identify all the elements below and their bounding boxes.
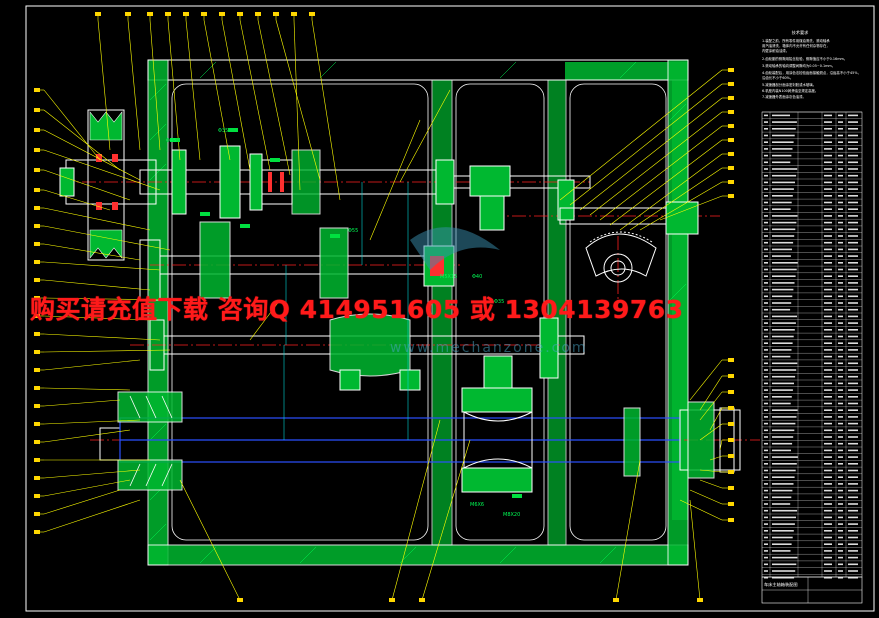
intermediate-shaft-1 bbox=[139, 221, 455, 301]
callout-0: Φ40 bbox=[472, 274, 482, 280]
note-line-5: 4.齿轮装配后，用涂色法检验齿面接触斑点，沿齿高不小于45%， bbox=[762, 70, 861, 75]
callout-3: Φ45 bbox=[166, 138, 176, 144]
site-logo-text: www.mechanzone.com bbox=[390, 340, 588, 356]
title-block: 车床主轴箱装配图 bbox=[761, 576, 863, 604]
note-line-6: 沿齿长不小于60%。 bbox=[762, 75, 793, 80]
note-line-4: 3.滚动轴承的轴向调整间隙均为0.05~0.1mm。 bbox=[762, 63, 835, 68]
input-shaft-assembly bbox=[59, 109, 591, 261]
site-logo-watermark: www.mechanzone.com bbox=[390, 227, 588, 356]
callout-5: M6X6 bbox=[470, 502, 484, 508]
note-line-1: 用汽油清洗，箱体内不允许有任何杂物存在， bbox=[762, 43, 830, 48]
main-spindle bbox=[99, 387, 741, 493]
note-line-8: 6.机座内装N100润滑油至规定高度。 bbox=[762, 88, 818, 93]
callout-6: M8X20 bbox=[503, 512, 520, 518]
callout-4: Φ55 bbox=[348, 228, 358, 234]
callout-7: M5X15 bbox=[440, 274, 457, 280]
dimension-lines bbox=[283, 182, 409, 440]
note-line-7: 5.减速器剖分面涂密封胶或水玻璃。 bbox=[762, 82, 816, 87]
title-block-label: 车床主轴箱装配图 bbox=[764, 581, 798, 588]
watermark-text: 购买请充值下载 咨询Q 414951605 或 1304139763 bbox=[30, 295, 684, 324]
callout-tags bbox=[170, 128, 522, 498]
note-line-9: 7.减速器外表面涂灰色油漆。 bbox=[762, 94, 806, 99]
parts-list-table bbox=[761, 111, 863, 579]
part-number-boxes bbox=[34, 12, 734, 602]
sheet-border bbox=[25, 5, 875, 612]
note-line-0: 1.装配之前，所有零件用煤油清洗，滚动轴承 bbox=[762, 38, 830, 43]
callout-1: Φ35 bbox=[494, 299, 504, 305]
note-line-3: 2.齿轮副的侧隙用铅丝检验，侧隙值应不小于0.16mm。 bbox=[762, 56, 847, 61]
notes-title: 技术要求 bbox=[792, 29, 810, 36]
callout-2: Φ35 bbox=[218, 128, 228, 134]
intermediate-shaft-2 bbox=[149, 313, 585, 397]
note-line-2: 内壁涂耐油油漆。 bbox=[762, 48, 789, 53]
callout-texts: Φ40 Φ35 Φ35 Φ45 Φ55 M6X6 M8X20 M5X15 bbox=[166, 128, 520, 518]
technical-notes: 技术要求 1.装配之前，所有零件用煤油清洗，滚动轴承 用汽油清洗，箱体内不允许有… bbox=[762, 29, 861, 99]
